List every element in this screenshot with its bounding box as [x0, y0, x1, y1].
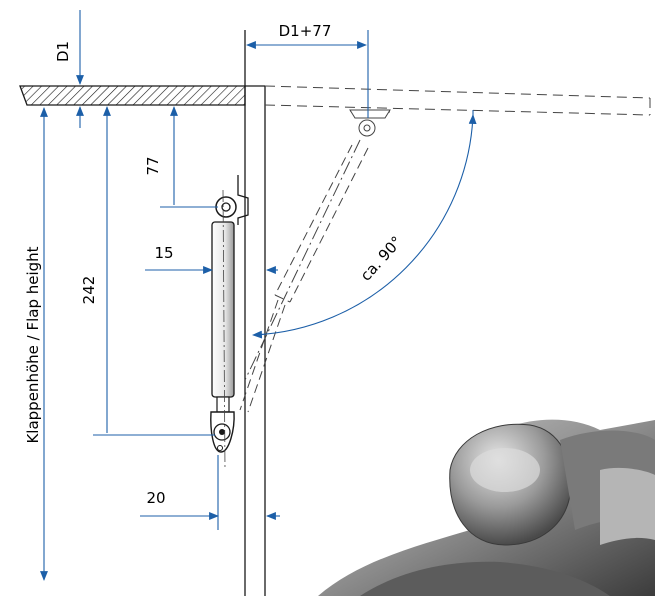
gas-spring: [210, 175, 249, 471]
open-stay-outline: [239, 139, 369, 413]
open-lid-outline: [264, 85, 651, 116]
label-d1: D1: [54, 41, 72, 62]
stay-top-bracket: [349, 109, 391, 137]
label-15: 15: [154, 244, 173, 262]
label-angle: ca. 90°: [357, 233, 406, 285]
hardware-photo: [318, 419, 655, 596]
lid: [19, 85, 246, 106]
label-242: 242: [80, 276, 98, 305]
dimension-lines: [40, 10, 477, 581]
label-flap-height: Klappenhöhe / Flap height: [24, 246, 42, 443]
side-panel: [244, 30, 266, 596]
label-20: 20: [146, 489, 165, 507]
label-77: 77: [144, 156, 162, 175]
label-d1-plus-77: D1+77: [279, 22, 332, 40]
